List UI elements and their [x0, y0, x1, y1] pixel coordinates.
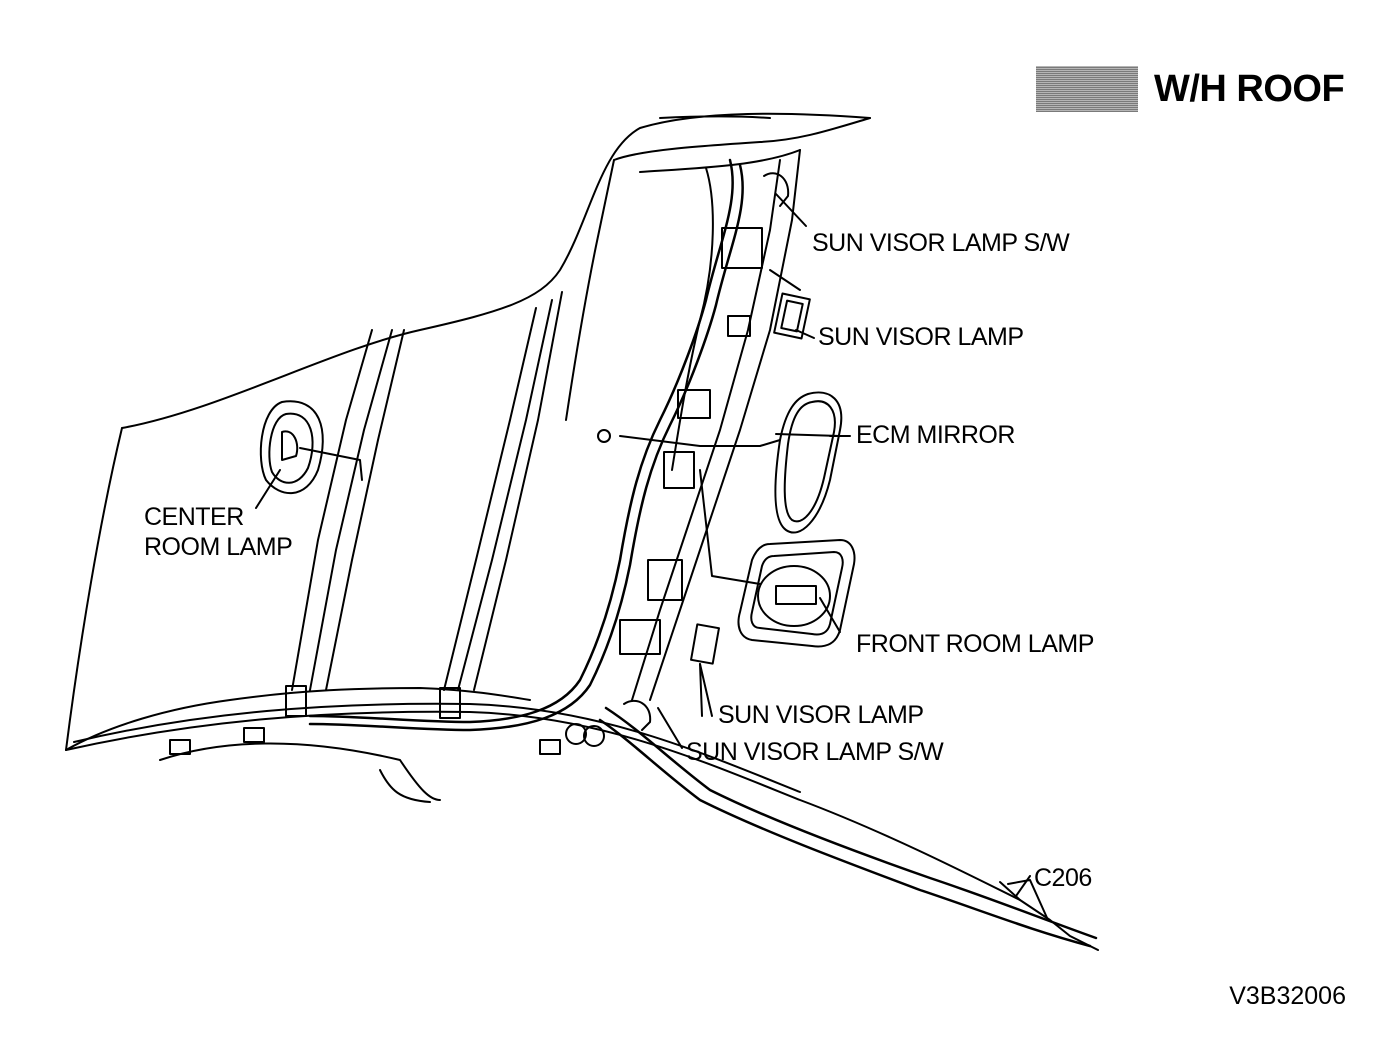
center-room-lamp-drawing: [259, 400, 363, 494]
label-sun-visor-lamp-bottom: SUN VISOR LAMP: [718, 701, 924, 729]
ecm-mirror-drawing: [597, 391, 843, 534]
figure-code: V3B32006: [1229, 982, 1346, 1010]
label-ecm-mirror: ECM MIRROR: [856, 421, 1015, 449]
label-sun-visor-lamp-sw-bottom: SUN VISOR LAMP S/W: [686, 738, 944, 766]
label-front-room-lamp: FRONT ROOM LAMP: [856, 630, 1094, 658]
harness-clips: [169, 227, 763, 755]
harness-trunk: [308, 158, 1098, 948]
label-center-room-lamp-line1: CENTER: [144, 503, 244, 531]
label-connector-c206: C206: [1034, 864, 1092, 892]
label-center-room-lamp-line2: ROOM LAMP: [144, 533, 293, 561]
title-swatch: [1036, 66, 1138, 112]
front-room-lamp-drawing: [699, 469, 856, 648]
leader-sun-visor-lamp-bottom: [699, 663, 713, 717]
c206-connector-drawing: [999, 875, 1099, 951]
page-title: W/H ROOF: [1154, 67, 1345, 110]
label-sun-visor-lamp-top: SUN VISOR LAMP: [818, 323, 1024, 351]
sun-visor-lamp-bottom-drawing: [690, 623, 720, 665]
sun-visor-lamp-top-drawing: [773, 292, 811, 340]
front-header: [613, 117, 871, 161]
leader-center-room-lamp: [255, 469, 281, 509]
title-block: W/H ROOF: [1036, 66, 1345, 112]
label-sun-visor-lamp-sw-top: SUN VISOR LAMP S/W: [812, 229, 1070, 257]
